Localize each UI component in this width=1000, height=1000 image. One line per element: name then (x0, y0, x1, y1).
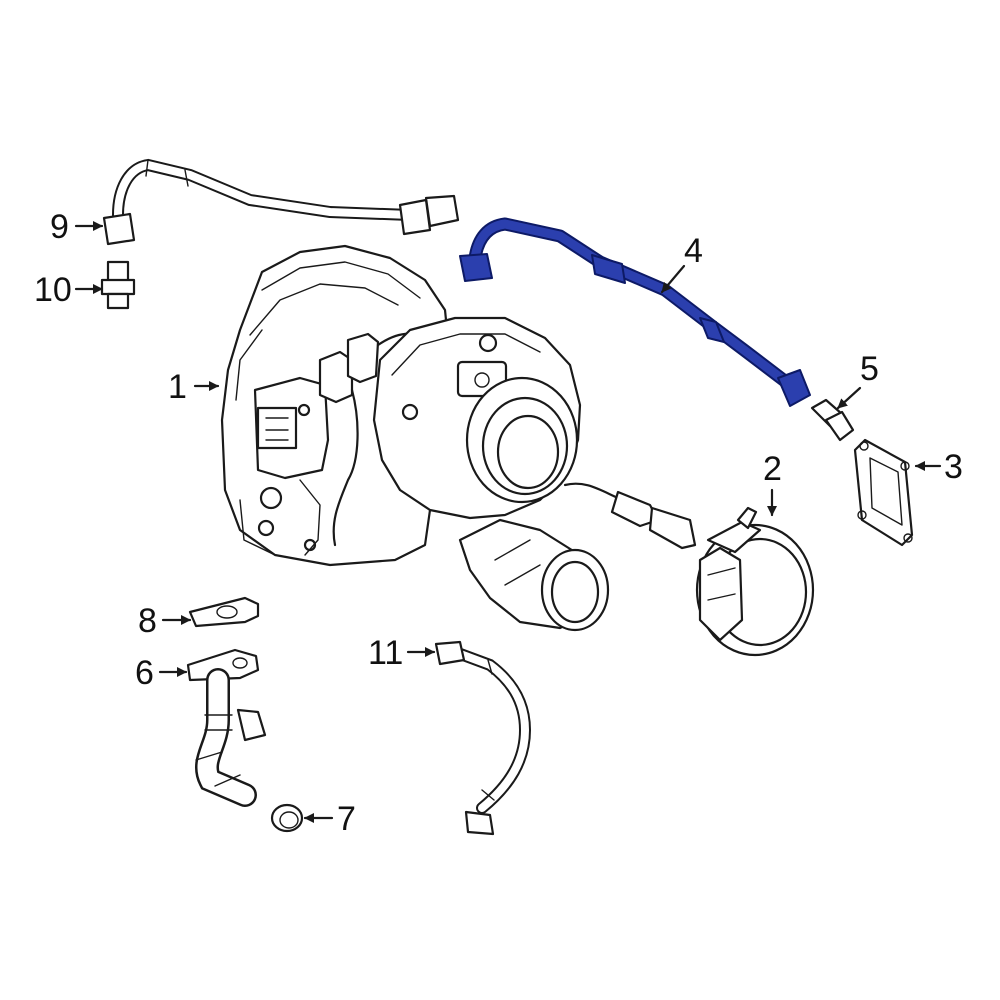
fitting[interactable] (810, 398, 855, 442)
callout-5: 5 (836, 350, 879, 410)
callout-7: 7 (303, 800, 356, 838)
callout-10: 10 (34, 271, 104, 309)
callout-8: 8 (138, 602, 192, 640)
callout-4-label: 4 (684, 232, 703, 270)
callout-5-label: 5 (860, 350, 879, 388)
adapter-fitting[interactable] (100, 260, 136, 310)
drain-gasket[interactable] (188, 596, 260, 628)
callout-8-label: 8 (138, 602, 157, 640)
callout-10-label: 10 (34, 271, 72, 309)
callout-9-label: 9 (50, 208, 69, 246)
turbocharger-assembly[interactable] (220, 244, 697, 632)
callout-1: 1 (168, 368, 220, 406)
oil-drain-tube[interactable] (186, 648, 267, 807)
coolant-line[interactable] (102, 158, 460, 246)
callout-7-label: 7 (337, 800, 356, 838)
seal-ring[interactable] (270, 803, 304, 833)
oil-return-line[interactable] (434, 640, 532, 836)
callout-9: 9 (50, 208, 104, 246)
v-band-clamp[interactable] (695, 506, 815, 657)
callout-6-label: 6 (135, 654, 154, 692)
callout-2: 2 (763, 450, 782, 517)
callout-11: 11 (368, 634, 436, 672)
callout-3: 3 (914, 448, 963, 486)
callout-2-label: 2 (763, 450, 782, 488)
callout-3-label: 3 (944, 448, 963, 486)
callout-11-label: 11 (368, 634, 403, 672)
callout-1-label: 1 (168, 368, 187, 406)
gasket[interactable] (853, 438, 914, 547)
callout-4: 4 (660, 232, 703, 294)
oil-feed-line-highlighted[interactable] (459, 217, 811, 407)
callout-6: 6 (135, 654, 188, 692)
